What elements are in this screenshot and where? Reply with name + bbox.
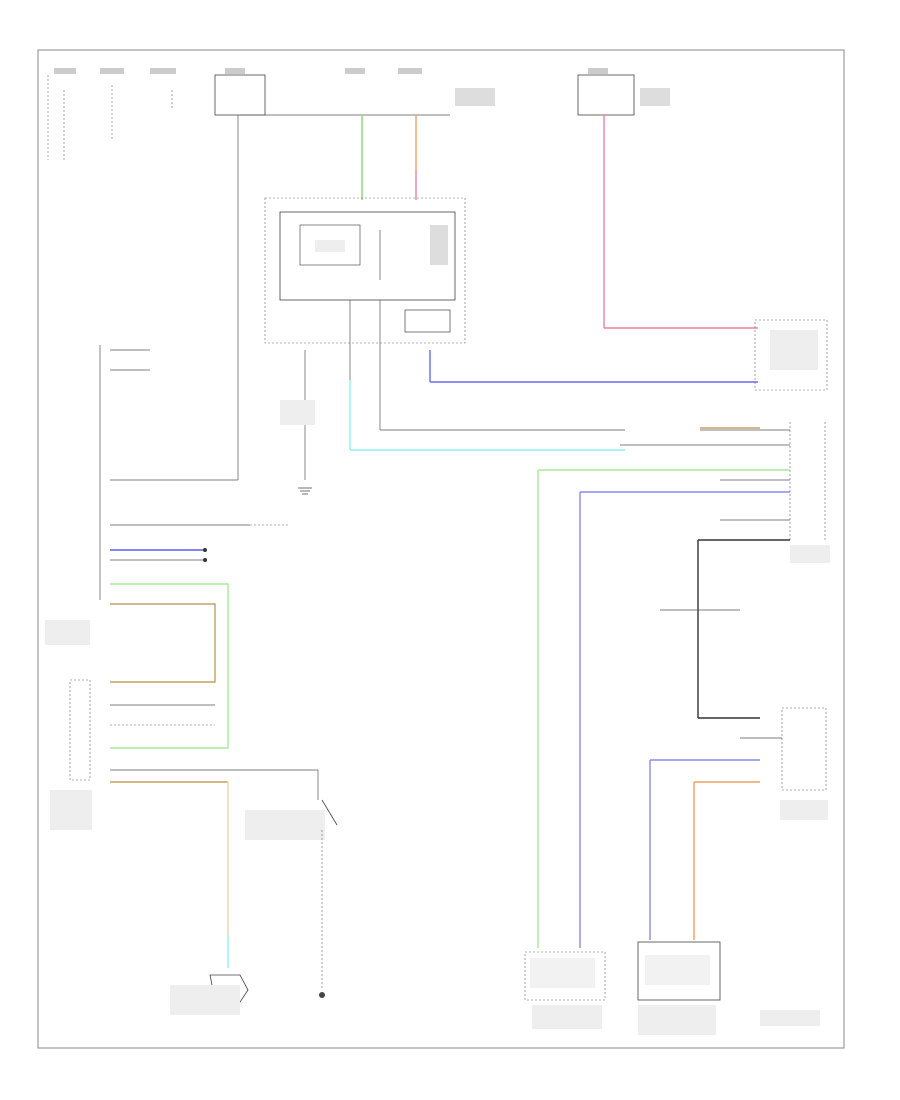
left-connector-column (45, 345, 290, 645)
diagram-frame (37, 49, 845, 1049)
fuse-group-left (47, 68, 176, 160)
bottom-sensor-right (637, 941, 721, 1035)
legend-box (760, 1010, 820, 1026)
switch-icon (170, 974, 249, 1015)
seat-sensor-box (754, 319, 828, 391)
right-connector-column (620, 422, 830, 563)
wire-green-loop (110, 583, 229, 749)
center-module (264, 197, 466, 344)
fuse-block-row (47, 68, 670, 160)
connector-icon (203, 548, 207, 552)
ground-icon (298, 487, 312, 495)
ground-icon (319, 992, 325, 998)
wire-tan-loop (110, 603, 216, 683)
left-lower-module (50, 679, 318, 830)
bottom-sensor-left (524, 951, 606, 1029)
fuse-group-center (214, 68, 495, 116)
connector-icon (404, 309, 451, 333)
ground-switch-middle (245, 350, 338, 998)
fuse-group-right (577, 68, 670, 116)
lower-right-connector (660, 609, 828, 820)
